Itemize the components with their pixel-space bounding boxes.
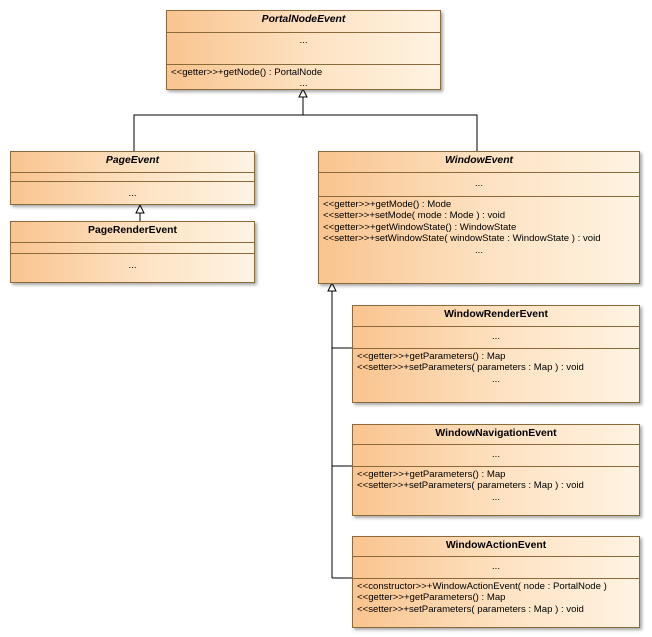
class-name: WindowRenderEvent bbox=[353, 306, 639, 327]
generalization-arrowhead-windowevent bbox=[327, 281, 337, 292]
operations-section: <<getter>>+getParameters() : Map <<sette… bbox=[353, 349, 639, 386]
class-window-render-event[interactable]: WindowRenderEvent ... <<getter>>+getPara… bbox=[352, 305, 640, 403]
class-name: WindowNavigationEvent bbox=[353, 425, 639, 445]
attribute-ellipsis: ... bbox=[475, 178, 483, 189]
edge-pageevent-to-portalnodeevent bbox=[133, 114, 478, 152]
class-name: WindowActionEvent bbox=[353, 537, 639, 557]
operation: <<setter>>+setWindowState( windowState :… bbox=[323, 233, 601, 245]
operation-ellipsis: ... bbox=[299, 78, 308, 90]
class-name: PortalNodeEvent bbox=[167, 11, 440, 33]
operation: <<getter>>+getParameters() : Map bbox=[357, 351, 506, 362]
generalization-arrowhead-pageevent bbox=[135, 203, 145, 214]
class-name: WindowEvent bbox=[319, 152, 639, 173]
operation-ellipsis: ... bbox=[128, 188, 137, 199]
attributes-section bbox=[11, 173, 254, 182]
attribute-ellipsis: ... bbox=[492, 561, 500, 572]
class-window-navigation-event[interactable]: WindowNavigationEvent ... <<getter>>+get… bbox=[352, 424, 640, 516]
operation: <<getter>>+getParameters() : Map bbox=[357, 592, 506, 604]
operation: <<setter>>+setMode( mode : Mode ) : void bbox=[323, 210, 506, 222]
attributes-section: ... bbox=[353, 557, 639, 579]
attribute-ellipsis: ... bbox=[492, 449, 500, 460]
class-page-render-event[interactable]: PageRenderEvent ... bbox=[10, 221, 255, 283]
operation-ellipsis: ... bbox=[492, 491, 500, 503]
generalization-arrowhead-portalnodeevent bbox=[298, 87, 308, 98]
operation: <<setter>>+setParameters( parameters : M… bbox=[357, 603, 584, 615]
operations-section: ... bbox=[11, 182, 254, 200]
operation: <<getter>>+getParameters() : Map bbox=[357, 469, 506, 480]
attribute-ellipsis: ... bbox=[492, 331, 500, 342]
attribute-ellipsis: ... bbox=[299, 35, 308, 46]
operations-section: <<getter>>+getNode() : PortalNode ... bbox=[167, 65, 440, 91]
operations-section: <<constructor>>+WindowActionEvent( node … bbox=[353, 579, 639, 616]
attributes-section bbox=[11, 243, 254, 254]
operations-section: <<getter>>+getMode() : Mode <<setter>>+s… bbox=[319, 197, 639, 257]
class-page-event[interactable]: PageEvent ... bbox=[10, 151, 255, 205]
operation: <<getter>>+getWindowState() : WindowStat… bbox=[323, 221, 517, 233]
operations-section: <<getter>>+getParameters() : Map <<sette… bbox=[353, 467, 639, 504]
operation-ellipsis: ... bbox=[128, 260, 137, 271]
operation: <<getter>>+getNode() : PortalNode bbox=[171, 67, 323, 78]
attributes-section: ... bbox=[167, 33, 440, 65]
operation: <<setter>>+setParameters( parameters : M… bbox=[357, 480, 584, 492]
class-name: PageEvent bbox=[11, 152, 254, 173]
class-window-event[interactable]: WindowEvent ... <<getter>>+getMode() : M… bbox=[318, 151, 640, 284]
attributes-section: ... bbox=[353, 327, 639, 349]
class-window-action-event[interactable]: WindowActionEvent ... <<constructor>>+Wi… bbox=[352, 536, 640, 628]
operation: <<setter>>+setParameters( parameters : M… bbox=[357, 362, 584, 374]
operation: <<constructor>>+WindowActionEvent( node … bbox=[357, 581, 607, 592]
operation-ellipsis: ... bbox=[492, 373, 500, 385]
operation-ellipsis: ... bbox=[475, 244, 483, 256]
attributes-section: ... bbox=[353, 445, 639, 467]
attributes-section: ... bbox=[319, 173, 639, 197]
operation: <<getter>>+getMode() : Mode bbox=[323, 199, 452, 210]
class-name: PageRenderEvent bbox=[11, 222, 254, 243]
class-portal-node-event[interactable]: PortalNodeEvent ... <<getter>>+getNode()… bbox=[166, 10, 441, 90]
operations-section: ... bbox=[11, 254, 254, 272]
